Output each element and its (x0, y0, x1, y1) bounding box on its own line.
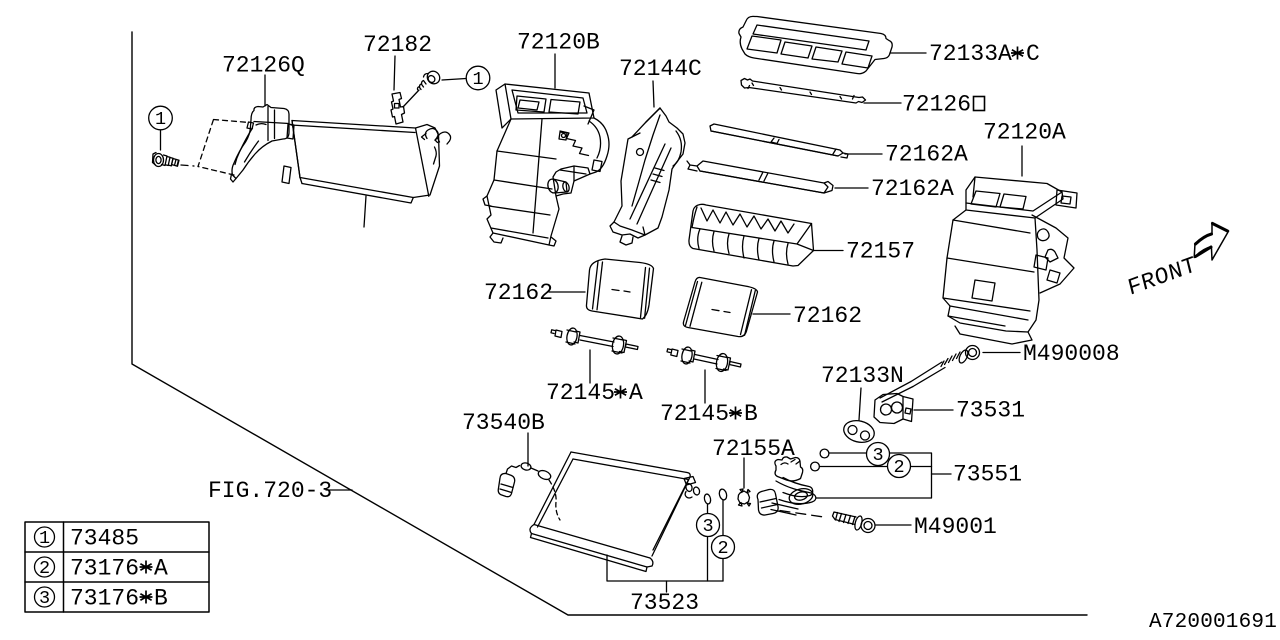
svg-text:72162A: 72162A (885, 142, 968, 168)
svg-text:72145: 72145 (660, 401, 729, 427)
svg-text:72120A: 72120A (983, 120, 1066, 146)
svg-text:72144C: 72144C (619, 56, 702, 82)
svg-text:2: 2 (893, 457, 904, 478)
svg-text:72133A: 72133A (929, 41, 1012, 67)
svg-text:2: 2 (717, 538, 728, 559)
svg-text:72155A: 72155A (712, 436, 795, 462)
svg-text:1: 1 (155, 109, 166, 130)
svg-text:72133N: 72133N (821, 363, 904, 389)
svg-text:3: 3 (702, 516, 713, 537)
svg-text:3: 3 (872, 445, 883, 466)
svg-text:2: 2 (39, 558, 50, 579)
svg-text:B: B (154, 586, 168, 612)
svg-text:72162: 72162 (484, 280, 553, 306)
svg-text:B: B (744, 401, 758, 427)
svg-text:72120B: 72120B (517, 30, 600, 56)
svg-text:C: C (1026, 41, 1040, 67)
svg-text:1: 1 (472, 69, 483, 90)
svg-text:M49001: M49001 (914, 514, 997, 540)
svg-text:FIG.720-3: FIG.720-3 (208, 478, 332, 504)
svg-text:A720001691: A720001691 (1149, 611, 1277, 634)
svg-text:72182: 72182 (363, 32, 432, 58)
svg-text:73176: 73176 (70, 556, 139, 582)
svg-text:73531: 73531 (956, 398, 1025, 424)
svg-text:3: 3 (39, 588, 50, 609)
svg-text:A: A (629, 380, 643, 406)
svg-text:M490008: M490008 (1023, 341, 1120, 367)
svg-text:73540B: 73540B (462, 410, 545, 436)
svg-text:FRONT: FRONT (1125, 252, 1199, 302)
svg-text:72162: 72162 (793, 303, 862, 329)
svg-text:73176: 73176 (70, 586, 139, 612)
svg-text:1: 1 (39, 528, 50, 549)
svg-text:72145: 72145 (546, 380, 615, 406)
svg-text:73485: 73485 (70, 526, 139, 552)
svg-text:72162A: 72162A (871, 176, 954, 202)
svg-text:73551: 73551 (953, 462, 1022, 488)
svg-text:73523: 73523 (630, 590, 699, 616)
svg-text:72157: 72157 (846, 239, 915, 265)
svg-text:72126Q: 72126Q (222, 53, 305, 79)
svg-text:72126: 72126 (902, 92, 971, 118)
svg-text:A: A (154, 556, 168, 582)
